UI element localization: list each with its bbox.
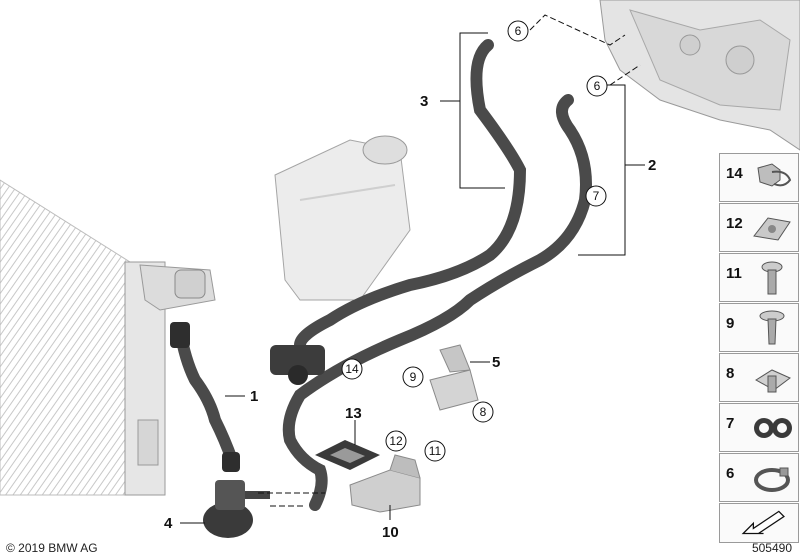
hose-clip-icon: [757, 163, 792, 187]
legend-item-11: 11: [719, 253, 799, 302]
leader-lines: [180, 361, 490, 524]
callout-5: 5: [492, 354, 500, 371]
bracket-10: [349, 454, 421, 513]
legend-number: 11: [726, 265, 742, 282]
callout-8: 8: [472, 401, 494, 423]
water-pump: [203, 480, 270, 538]
double-holder-icon: [754, 418, 792, 438]
dash-lines: [258, 14, 641, 507]
callout-11: 11: [424, 440, 446, 462]
callout-14: 14: [341, 358, 363, 380]
screw-icon: [759, 310, 785, 345]
spring-nut-icon: [753, 217, 791, 241]
hvac-housing: [599, 0, 800, 151]
callout-13: 13: [345, 405, 362, 422]
hose-clamp-icon: [754, 467, 790, 492]
legend-arrow: [719, 503, 799, 543]
legend-number: 8: [726, 365, 735, 382]
hose-1: [170, 322, 240, 472]
legend-number: 14: [726, 165, 743, 182]
callout-10: 10: [382, 524, 399, 541]
legend-number: 9: [726, 315, 735, 332]
callout-6a: 6: [507, 20, 529, 42]
legend-item-14: 14: [719, 153, 799, 202]
callout-2: 2: [648, 157, 656, 174]
bracket-line-2: [578, 84, 645, 256]
callout-12: 12: [385, 430, 407, 452]
legend-item-12: 12: [719, 203, 799, 252]
legend-number: 7: [726, 415, 735, 432]
legend-item-9: 9: [719, 303, 799, 352]
svg-text:9: 9: [410, 370, 417, 384]
holder-5: [429, 344, 479, 411]
svg-text:11: 11: [429, 444, 442, 458]
callout-7: 7: [585, 185, 607, 207]
radiator: [0, 179, 216, 496]
pad-13: [315, 440, 380, 470]
legend-item-7: 7: [719, 403, 799, 452]
legend-number: 12: [726, 215, 743, 232]
collar-screw-icon: [761, 261, 783, 295]
svg-text:14: 14: [345, 362, 359, 376]
hose-3: [294, 39, 527, 351]
arrow-icon: [741, 510, 785, 535]
copyright-text: © 2019 BMW AG: [6, 541, 98, 555]
legend-item-8: 8: [719, 353, 799, 402]
callout-1: 1: [250, 388, 258, 405]
svg-text:6: 6: [594, 79, 601, 93]
legend-item-6: 6: [719, 453, 799, 502]
connector-cluster: [270, 345, 325, 385]
svg-text:7: 7: [593, 189, 600, 203]
legend-number: 6: [726, 465, 735, 482]
svg-text:8: 8: [480, 405, 487, 419]
hose-2: [282, 94, 592, 511]
callout-4: 4: [164, 515, 173, 532]
callout-3: 3: [420, 93, 428, 110]
svg-text:6: 6: [515, 24, 522, 38]
callout-9: 9: [402, 366, 424, 388]
callout-6b: 6: [586, 75, 608, 97]
expansion-tank: [274, 135, 411, 301]
bracket-line-3: [440, 32, 505, 189]
svg-text:12: 12: [389, 434, 403, 448]
diagram-id: 505490: [751, 541, 792, 555]
square-nut-icon: [755, 369, 791, 393]
